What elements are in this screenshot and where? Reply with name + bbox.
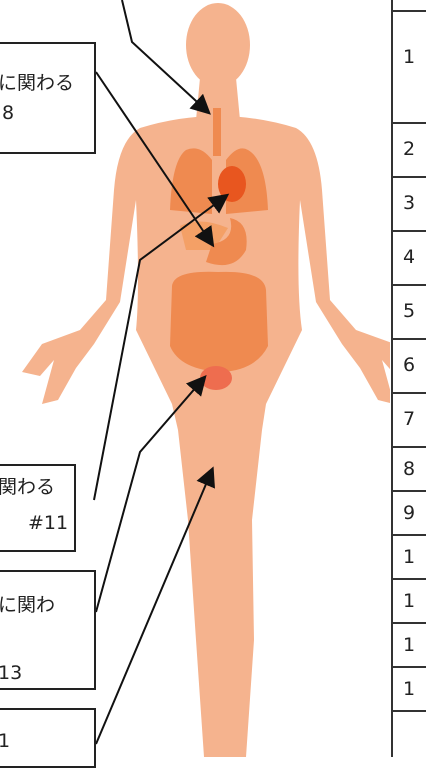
table-row: 9: [393, 492, 426, 536]
table-row: 1: [393, 536, 426, 580]
table-row: 1: [393, 12, 426, 124]
table-row: 1: [393, 624, 426, 668]
table-row: 5: [393, 286, 426, 340]
table-row: 3: [393, 178, 426, 232]
callout-4-line2: 1: [0, 730, 10, 753]
table-row: 1: [393, 668, 426, 712]
table-row: 8: [393, 448, 426, 492]
callout-box-3: に関わ 13: [0, 570, 96, 690]
table-row: 7: [393, 394, 426, 448]
table-row: 1: [393, 580, 426, 624]
callout-box-1: に関わる 8: [0, 42, 96, 154]
table-row: [393, 712, 426, 757]
callout-box-4: 1: [0, 708, 96, 768]
number-table: 1 2 3 4 5 6 7 8 9 1 1 1 1: [391, 0, 426, 757]
callout-3-line1: に関わ: [0, 594, 55, 617]
callout-2-line1: 関わる: [0, 476, 55, 499]
callout-2-line2: #11: [28, 512, 68, 535]
table-row: [393, 0, 426, 12]
callout-1-line2: 8: [2, 102, 14, 125]
table-row: 2: [393, 124, 426, 178]
table-row: 6: [393, 340, 426, 394]
callout-box-2: 関わる #11: [0, 464, 76, 552]
callout-3-line2: 13: [0, 662, 22, 685]
callout-1-line1: に関わる: [0, 72, 74, 95]
table-row: 4: [393, 232, 426, 286]
